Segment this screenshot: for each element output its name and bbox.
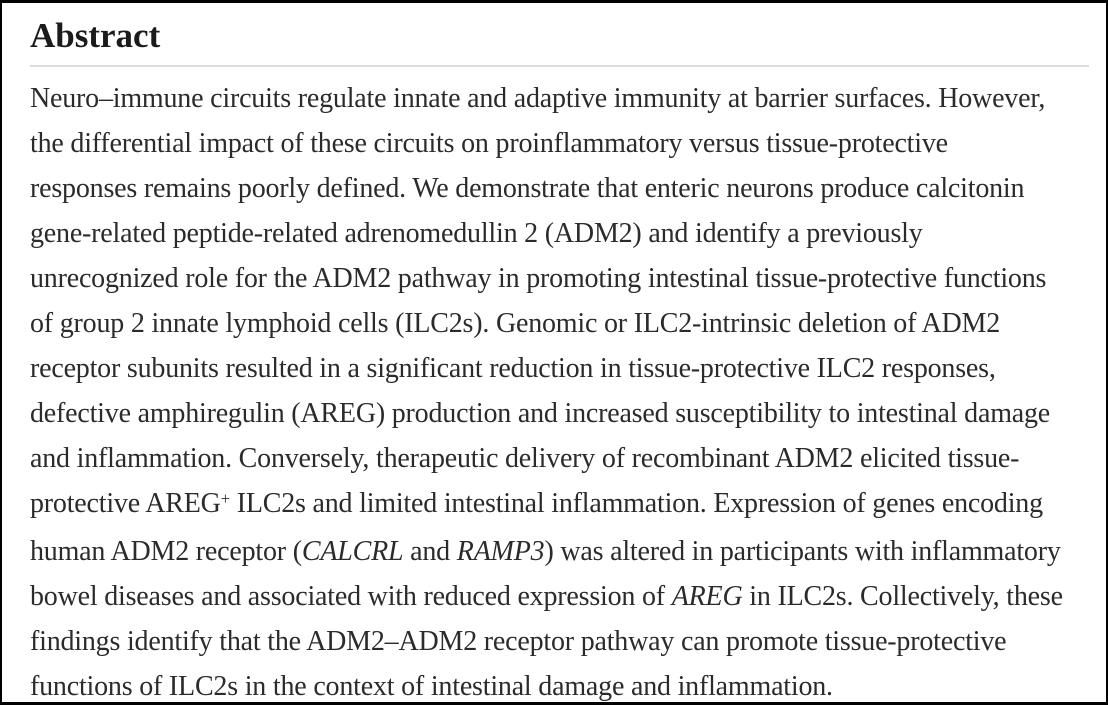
abstract-line: findings identify that the ADM2–ADM2 rec… [30, 625, 1007, 657]
abstract-line: the differential impact of these circuit… [30, 127, 948, 159]
abstract-line: receptor subunits resulted in a signific… [30, 352, 996, 384]
abstract-line: functions of ILC2s in the context of int… [30, 670, 833, 702]
abstract-heading: Abstract [30, 16, 161, 55]
abstract-line: responses remains poorly defined. We dem… [30, 172, 1025, 204]
heading-divider [30, 64, 1089, 67]
abstract-line: Neuro–immune circuits regulate innate an… [30, 82, 1046, 114]
abstract-line: protective AREG+ ILC2s and limited intes… [30, 487, 1043, 519]
abstract-line: gene-related peptide-related adrenomedul… [30, 217, 923, 249]
abstract-line: and inflammation. Conversely, therapeuti… [30, 442, 1020, 474]
abstract-line: defective amphiregulin (AREG) production… [30, 397, 1051, 429]
abstract-line: human ADM2 receptor (CALCRL and RAMP3) w… [30, 535, 1061, 567]
abstract-line: bowel diseases and associated with reduc… [30, 580, 1063, 612]
abstract-line: unrecognized role for the ADM2 pathway i… [30, 262, 1047, 294]
abstract-paragraph: Neuro–immune circuits regulate innate an… [30, 76, 1089, 702]
abstract-line: of group 2 innate lymphoid cells (ILC2s)… [30, 307, 1001, 339]
